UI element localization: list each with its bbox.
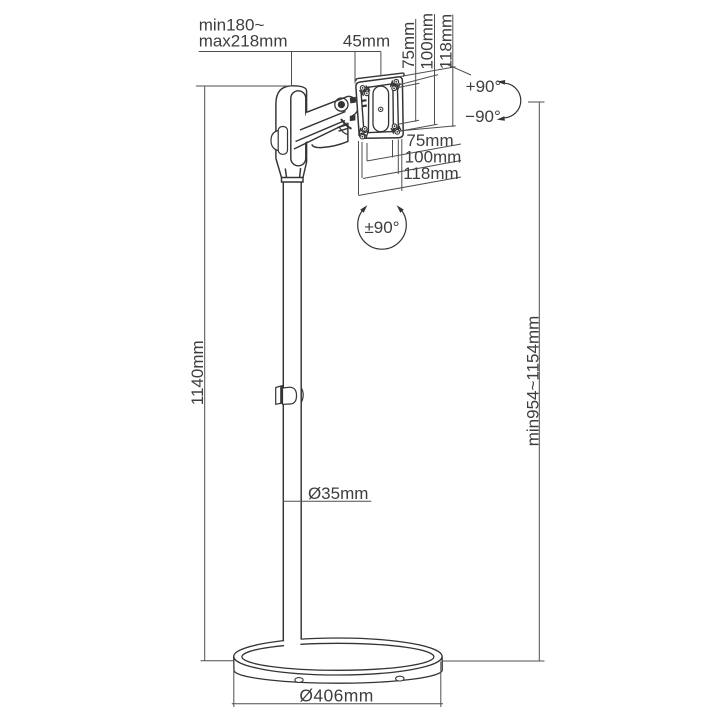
svg-text:min954~1154mm: min954~1154mm	[523, 316, 542, 447]
svg-text:1140mm: 1140mm	[188, 340, 207, 405]
svg-text:max218mm: max218mm	[199, 32, 288, 51]
svg-text:118mm: 118mm	[403, 164, 458, 183]
svg-text:Ø406mm: Ø406mm	[299, 686, 373, 706]
svg-text:−90°: −90°	[465, 107, 501, 126]
svg-text:100mm: 100mm	[418, 13, 437, 70]
svg-text:min180~: min180~	[199, 16, 265, 35]
svg-text:+90°: +90°	[466, 77, 502, 96]
svg-text:75mm: 75mm	[406, 131, 453, 150]
svg-text:118mm: 118mm	[436, 14, 455, 69]
svg-text:45mm: 45mm	[343, 32, 390, 51]
svg-text:Ø35mm: Ø35mm	[308, 484, 368, 503]
svg-text:±90°: ±90°	[364, 218, 399, 237]
svg-text:100mm: 100mm	[405, 148, 462, 167]
svg-text:75mm: 75mm	[399, 22, 418, 69]
